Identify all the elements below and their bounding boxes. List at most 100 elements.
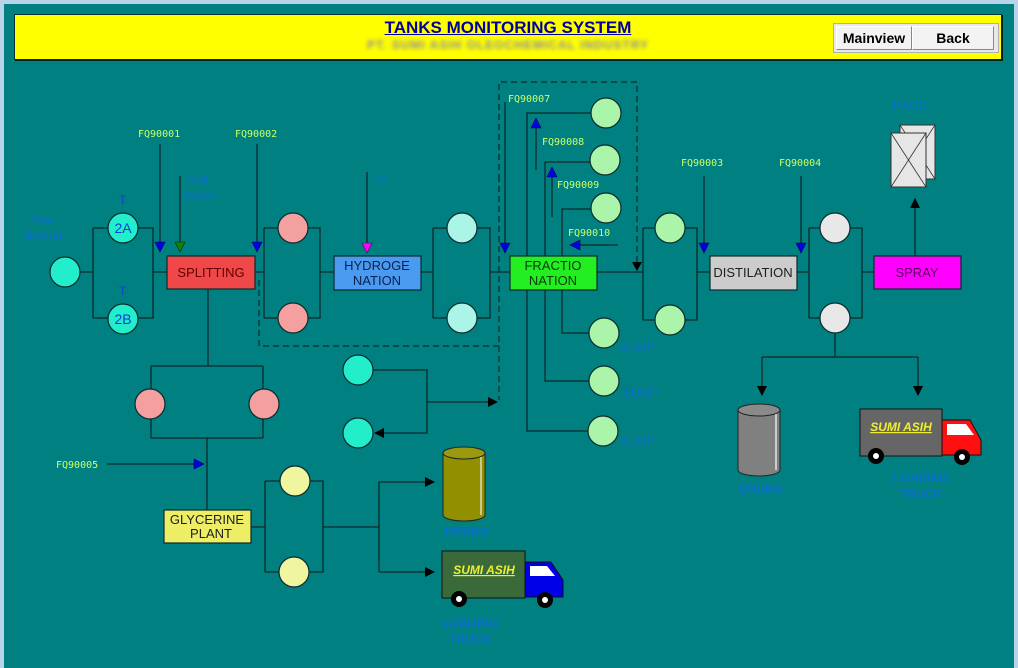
raw-material-label: Raw <box>30 213 54 227</box>
pink-tank-3[interactable] <box>134 388 166 420</box>
yellow-tank-1[interactable] <box>279 465 311 497</box>
distilation-unit[interactable] <box>709 255 798 291</box>
pipe <box>544 161 590 256</box>
pipe <box>526 112 591 256</box>
sump-label-1: SUMP <box>620 340 655 354</box>
drums-label-1: DRUMS <box>739 482 783 496</box>
fractionation-label-1: FRACTIO <box>524 258 581 273</box>
loading-truck-blue-icon[interactable] <box>441 550 564 608</box>
glycerine-label-2: PLANT <box>190 526 232 541</box>
tank-2a-label: 2A <box>114 220 132 236</box>
flow-meter-fq90005-icon[interactable] <box>193 458 205 470</box>
pipe <box>597 227 710 321</box>
flow-meter-fq90010-icon[interactable] <box>569 239 581 251</box>
pipe <box>561 208 591 256</box>
dashed-fractionation-frame <box>498 81 638 262</box>
flow-meter-fq90001-icon[interactable] <box>154 241 166 253</box>
sump-label-3: SUMP <box>620 434 655 448</box>
hydrogenation-unit[interactable] <box>333 255 422 291</box>
mint-tank-1[interactable] <box>446 212 478 244</box>
gray-tank-1[interactable] <box>819 212 851 244</box>
recycle-tank-2[interactable] <box>342 417 374 449</box>
recycle-tank-1[interactable] <box>342 354 374 386</box>
flow-meter-fq90002-icon[interactable] <box>251 241 263 253</box>
pipe <box>526 290 588 432</box>
tank-2a-temp-label: T <box>119 193 127 207</box>
pipe <box>797 227 874 319</box>
loading-truck-label-2b: TRUCK <box>449 632 491 646</box>
fq90004-label: FQ90004 <box>779 158 821 169</box>
dashed-bypass-line <box>258 180 500 347</box>
drums-label-2: DRUMS <box>445 525 489 539</box>
tank-2b[interactable] <box>107 303 139 335</box>
fraction-tank-3[interactable] <box>590 192 622 224</box>
header-bar: TANKS MONITORING SYSTEM PT. SUMI ASIH OL… <box>14 14 1002 60</box>
gray-tank-2[interactable] <box>819 302 851 334</box>
fq90002-label: FQ90002 <box>235 129 277 140</box>
mainview-button[interactable]: Mainview <box>836 26 912 50</box>
raw-material-tank[interactable] <box>49 256 81 288</box>
flow-meter-fq90009-icon[interactable] <box>546 166 558 178</box>
truck-brand-label-2: SUMI ASIH <box>453 563 515 577</box>
pink-tank-1[interactable] <box>277 212 309 244</box>
pipe <box>150 289 264 510</box>
pipe <box>138 227 167 319</box>
pink-tank-2[interactable] <box>277 302 309 334</box>
loading-truck-label-1a: LOADING <box>893 471 948 485</box>
glycerine-plant-unit[interactable] <box>163 509 252 544</box>
pipe <box>762 333 918 358</box>
fq90008-label: FQ90008 <box>542 137 584 148</box>
pipe <box>255 227 334 319</box>
spray-unit[interactable] <box>873 255 962 290</box>
soft-water-label: Soft <box>187 173 209 187</box>
loading-truck-red-icon[interactable] <box>859 408 982 465</box>
green-tank-1[interactable] <box>654 212 686 244</box>
arrow-icon <box>374 428 384 438</box>
fractionation-unit[interactable] <box>509 255 598 291</box>
drums-icon-olive[interactable] <box>442 446 486 522</box>
loading-truck-label-1b: TRUCK <box>900 487 942 501</box>
raw-material-label-2: Material <box>22 229 65 243</box>
sump-tank-1[interactable] <box>588 317 620 349</box>
raw-material-group: Raw Material T 2A T 2B <box>22 193 167 335</box>
flow-meter-fq90003-icon[interactable] <box>698 242 710 254</box>
page-title: TANKS MONITORING SYSTEM <box>384 18 632 37</box>
tank-2b-temp-label: T <box>119 284 127 298</box>
soft-water-valve-icon[interactable] <box>174 241 186 253</box>
flow-meter-fq90008-icon[interactable] <box>530 117 542 129</box>
pipe <box>544 290 589 382</box>
flow-meter-fq90007-icon[interactable] <box>499 242 511 254</box>
sump-tank-3[interactable] <box>587 415 619 447</box>
flow-meter-fq90004-icon[interactable] <box>795 242 807 254</box>
mint-tank-2[interactable] <box>446 302 478 334</box>
arrow-icon <box>488 397 498 407</box>
green-tank-2[interactable] <box>654 304 686 336</box>
pipe <box>251 480 380 573</box>
process-canvas: Raw Material T 2A T 2B FQ90001 Soft Wate… <box>4 4 1014 668</box>
pink-tank-4[interactable] <box>248 388 280 420</box>
glycerine-label-1: GLYCERINE <box>170 512 244 527</box>
fq90009-label: FQ90009 <box>557 180 599 191</box>
process-diagram: Raw Material T 2A T 2B FQ90001 Soft Wate… <box>22 81 982 646</box>
fq90003-label: FQ90003 <box>681 158 723 169</box>
fraction-tank-1[interactable] <box>590 97 622 129</box>
h2-valve-icon[interactable] <box>361 242 373 254</box>
soft-water-label-2: Water <box>183 189 215 203</box>
fraction-tank-2[interactable] <box>589 144 621 176</box>
hydrogenation-label-2: NATION <box>353 273 401 288</box>
sump-tank-2[interactable] <box>588 365 620 397</box>
fq90001-label: FQ90001 <box>138 129 180 140</box>
back-button[interactable]: Back <box>912 26 994 50</box>
splitting-label: SPLITTING <box>177 265 244 280</box>
bags-icon[interactable] <box>890 124 936 188</box>
pipe <box>561 290 589 334</box>
drums-icon-gray[interactable] <box>737 403 781 477</box>
loading-truck-label-2a: LOADING <box>442 616 497 630</box>
yellow-tank-2[interactable] <box>278 556 310 588</box>
page-subtitle: PT. SUMI ASIH OLEOCHEMICAL INDUSTRY <box>367 38 649 52</box>
pipe <box>421 227 510 319</box>
hydrogenation-label-1: HYDROGE <box>344 258 410 273</box>
spray-label: SPRAY <box>895 265 938 280</box>
fq90007-label: FQ90007 <box>508 94 550 105</box>
pipe <box>80 227 108 319</box>
